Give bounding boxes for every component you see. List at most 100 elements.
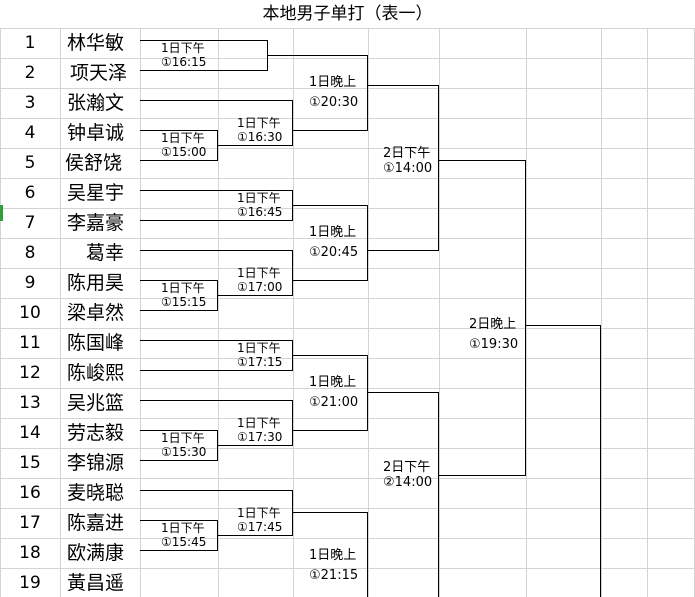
match-time: ①17:00 [237,280,283,294]
grid-line [0,478,695,479]
match-label: 1日下午 ①15:30 [161,431,206,459]
match-day: 1日下午 [237,416,281,430]
bracket-line [140,550,218,551]
bracket-line [140,430,218,431]
row-number: 15 [19,453,41,473]
grid-line [0,28,695,29]
player-name: 葛幸 [86,242,125,264]
player-name: 陈嘉进 [67,512,125,534]
bracket-line [140,340,293,341]
bracket-line [140,130,218,131]
player-name: 欧满康 [67,542,125,564]
match-time: ①15:00 [161,145,207,159]
row-selection-marker [0,205,3,221]
match-label: 1日晚上 ①21:15 [309,546,358,586]
match-day: 1日下午 [161,131,205,145]
row-number: 17 [19,513,41,533]
match-day: 1日下午 [161,281,205,295]
row-number: 3 [24,93,36,113]
bracket-line [217,535,293,536]
grid-line [140,28,141,597]
bracket-line [140,520,218,521]
match-time: ①15:30 [161,445,207,459]
match-time: ②14:00 [383,475,433,490]
match-label: 1日下午 ①15:45 [161,521,206,549]
match-label: 1日下午 ①16:15 [161,41,206,69]
grid-line [0,268,695,269]
grid-line [0,178,695,179]
match-day: 1日晚上 [309,375,357,390]
match-time: ①21:00 [309,395,359,410]
bracket-line [140,490,293,491]
grid-line [293,28,294,597]
match-day: 1日下午 [237,341,281,355]
player-name: 麦晓聪 [67,482,125,504]
match-day: 1日下午 [237,266,281,280]
match-time: ①19:30 [469,337,519,352]
bracket-line [292,280,368,281]
bracket-line [140,220,293,221]
bracket-line [140,160,218,161]
bracket-line [600,325,601,597]
bracket-line [140,100,293,101]
grid-line [0,298,695,299]
row-number: 18 [19,543,41,563]
match-day: 1日下午 [161,41,205,55]
match-time: ①17:30 [237,430,283,444]
row-number: 2 [24,63,36,83]
player-name: 项天泽 [70,62,128,84]
match-label: 1日下午 ①15:15 [161,281,206,309]
grid-line [0,238,695,239]
match-label: 1日下午 ①16:45 [237,191,282,219]
grid-line [0,448,695,449]
page-title: 本地男子单打（表一） [262,4,433,24]
match-time: ①14:00 [383,161,433,176]
bracket-line [140,310,218,311]
bracket-line [217,145,293,146]
match-label: 1日下午 ①15:00 [161,131,206,159]
match-time: ①17:45 [237,520,283,534]
grid-line [0,118,695,119]
player-name: 李嘉豪 [67,212,125,234]
match-day: 1日下午 [237,506,281,520]
grid-line [526,28,527,597]
grid-line [0,328,695,329]
grid-line [0,208,695,209]
match-label: 2日下午 ①14:00 [383,146,432,176]
match-day: 1日晚上 [309,548,357,563]
match-time: ①16:15 [161,55,207,69]
row-number: 4 [24,123,36,143]
match-label: 1日下午 ①16:30 [237,116,282,144]
grid-line [368,28,369,597]
bracket-line [217,445,293,446]
bracket-line [217,295,293,296]
grid-line [439,28,440,597]
match-label: 1日晚上 ①21:00 [309,373,358,413]
row-number: 9 [24,273,36,293]
match-label: 1日下午 ①17:30 [237,416,282,444]
bracket-line [292,130,368,131]
grid-line [0,88,695,89]
match-label: 1日下午 ①17:00 [237,266,282,294]
row-number: 11 [19,333,41,353]
row-number: 14 [19,423,41,443]
player-name: 张瀚文 [67,92,125,114]
grid-line [0,418,695,419]
match-time: ①20:45 [309,245,359,260]
row-number: 7 [24,213,36,233]
bracket-line [525,160,526,475]
match-day: 2日晚上 [469,317,517,332]
bracket-line [140,250,293,251]
match-label: 2日晚上 ①19:30 [469,315,518,355]
bracket-line [367,205,368,280]
row-number: 1 [24,33,36,53]
match-time: ①20:30 [309,95,359,110]
row-number: 19 [19,573,41,593]
match-time: ①21:15 [309,568,359,583]
row-number: 12 [19,363,41,383]
grid-line [0,568,695,569]
match-label: 1日晚上 ①20:45 [309,223,358,263]
bracket-line [367,55,368,130]
bracket-line [267,55,368,56]
row-number: 16 [19,483,41,503]
